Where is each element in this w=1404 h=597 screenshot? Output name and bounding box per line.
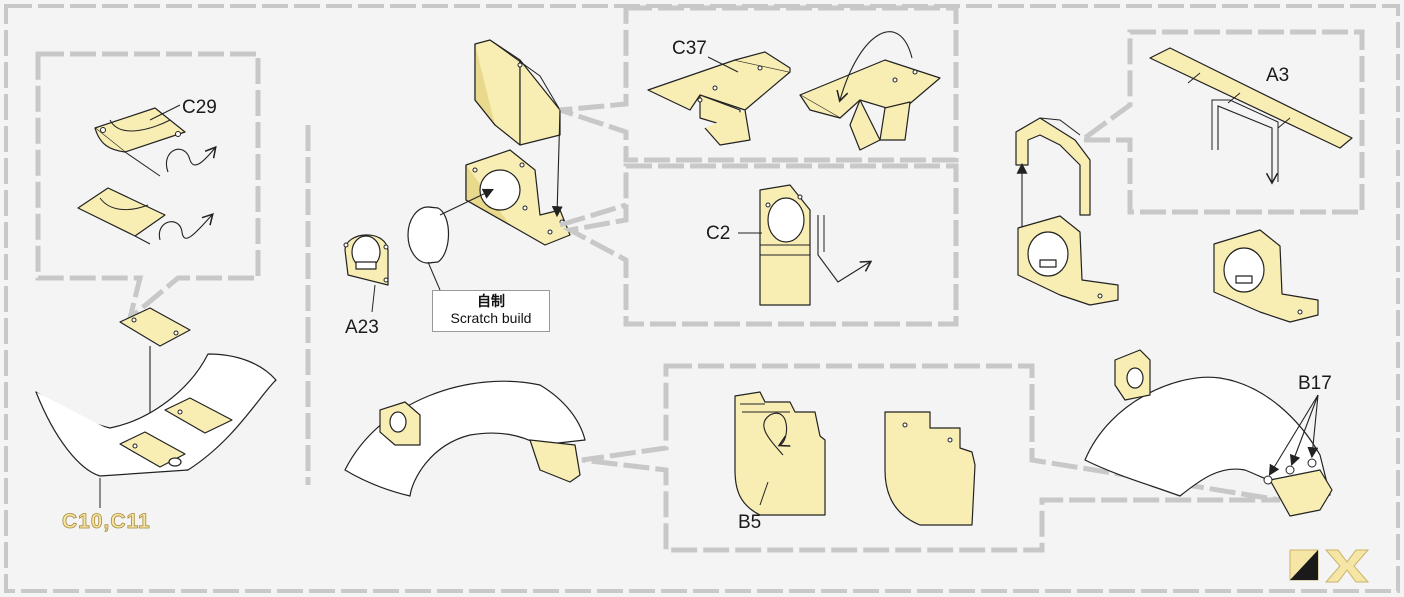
part-lens-disc	[407, 206, 449, 264]
bottom-center-panel	[344, 349, 1333, 553]
label-c2: C2	[706, 223, 730, 244]
callout-c2-frame	[562, 163, 959, 327]
left-panel	[35, 51, 277, 508]
label-b17: B17	[1298, 373, 1332, 394]
part-c29	[94, 107, 217, 177]
callout-c29-frame	[35, 51, 261, 325]
label-c29: C29	[182, 97, 217, 118]
part-a3-bent	[1015, 117, 1091, 216]
label-b5: B5	[738, 512, 761, 533]
part-c29-flat	[77, 187, 214, 245]
part-c37-fold	[799, 31, 941, 151]
right-top-panel	[1015, 29, 1365, 323]
brand-x-logo	[1289, 549, 1370, 583]
part-b5-left	[734, 391, 826, 516]
label-a23: A23	[345, 317, 379, 338]
label-c10-c11: C10,C11	[62, 510, 151, 533]
label-c37: C37	[672, 38, 707, 59]
part-a3-strip	[1149, 47, 1353, 185]
callout-b5-frame	[581, 363, 1281, 553]
part-c37-flat	[647, 51, 791, 146]
fender-b17-assembly	[1084, 349, 1333, 517]
callout-c37-frame	[559, 5, 959, 163]
part-bracket-folded	[474, 39, 561, 146]
part-mount-assembled-1	[1017, 215, 1119, 306]
part-a23-ring	[343, 234, 389, 286]
part-mount-assembled-2	[1213, 229, 1319, 323]
scratch-build-note: 自制 Scratch build	[432, 290, 550, 332]
part-clip-small	[119, 307, 191, 347]
center-top-panel	[343, 5, 959, 327]
note-chinese: 自制	[477, 293, 505, 309]
fender-assembly	[344, 380, 586, 497]
fender-c10-c11	[35, 353, 277, 477]
part-mount-bracket	[465, 149, 571, 246]
note-english: Scratch build	[450, 310, 532, 326]
part-b5-right	[884, 411, 976, 526]
callout-a3-frame	[1074, 29, 1365, 215]
label-a3: A3	[1266, 65, 1289, 86]
part-c2	[759, 184, 873, 306]
